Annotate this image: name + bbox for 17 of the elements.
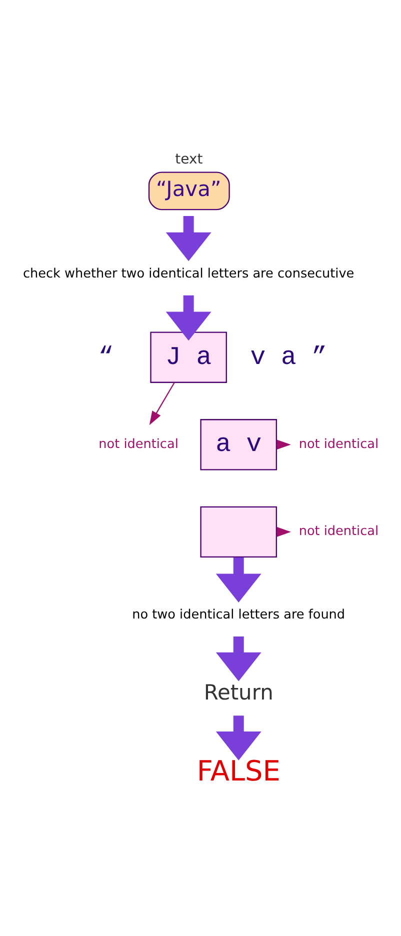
node-label: “ [98,342,114,372]
node-text: not identical [298,524,379,539]
node-text: not identical [98,436,178,452]
arrow [149,382,175,425]
arrow [216,636,262,681]
arrow [216,556,262,602]
node-box: J a [150,331,227,382]
arrow [166,294,212,340]
node-text: Return [204,680,274,704]
arrow [216,715,262,760]
node-text: check whether two identical letters are consecutive [22,266,354,281]
arrow [166,215,212,261]
node-text: FALSE [196,754,280,788]
node-label: v a ” [250,342,328,372]
node-label: text [175,151,203,168]
node-text: not identical [298,436,379,452]
node-text: no two identical letters are found [132,606,346,622]
